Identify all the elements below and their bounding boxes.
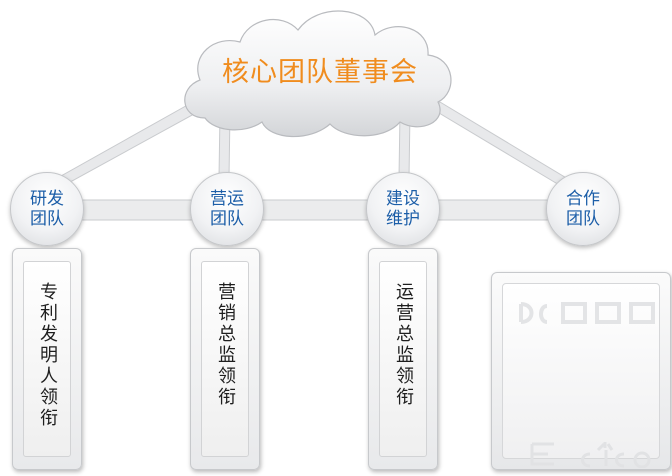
role-text-rnd: 专利发明人领衔 <box>37 282 58 429</box>
root-label: 核心团队董事会 <box>222 57 418 88</box>
partner-logo-top <box>519 302 655 324</box>
role-card-rnd: 专利发明人领衔 <box>12 248 82 470</box>
partner-logo-bottom <box>530 442 651 468</box>
role-card-maintenance: 运营总监领衔 <box>368 248 438 470</box>
partner-card-inner <box>502 283 660 468</box>
team-node-partners: 合作 团队 <box>546 172 620 246</box>
role-card-maintenance-inner: 运营总监领衔 <box>379 261 427 457</box>
horizontal-bar <box>44 199 606 221</box>
role-card-rnd-inner: 专利发明人领衔 <box>23 261 71 457</box>
role-card-operations-inner: 营销总监领衔 <box>201 261 249 457</box>
team-node-maintenance-label: 建设 维护 <box>386 189 420 229</box>
team-node-rnd: 研发 团队 <box>10 172 84 246</box>
link-root-team-4 <box>433 101 579 193</box>
team-node-operations: 营运 团队 <box>190 172 264 246</box>
role-text-maintenance: 运营总监领衔 <box>393 282 414 408</box>
role-text-operations: 营销总监领衔 <box>215 282 236 408</box>
team-node-maintenance: 建设 维护 <box>366 172 440 246</box>
root-cloud <box>184 10 452 138</box>
team-node-partners-label: 合作 团队 <box>566 189 600 229</box>
role-card-operations: 营销总监领衔 <box>190 248 260 470</box>
link-root-team-1 <box>44 97 206 193</box>
team-node-operations-label: 营运 团队 <box>210 189 244 229</box>
team-node-rnd-label: 研发 团队 <box>30 189 64 229</box>
partner-card <box>491 272 671 470</box>
